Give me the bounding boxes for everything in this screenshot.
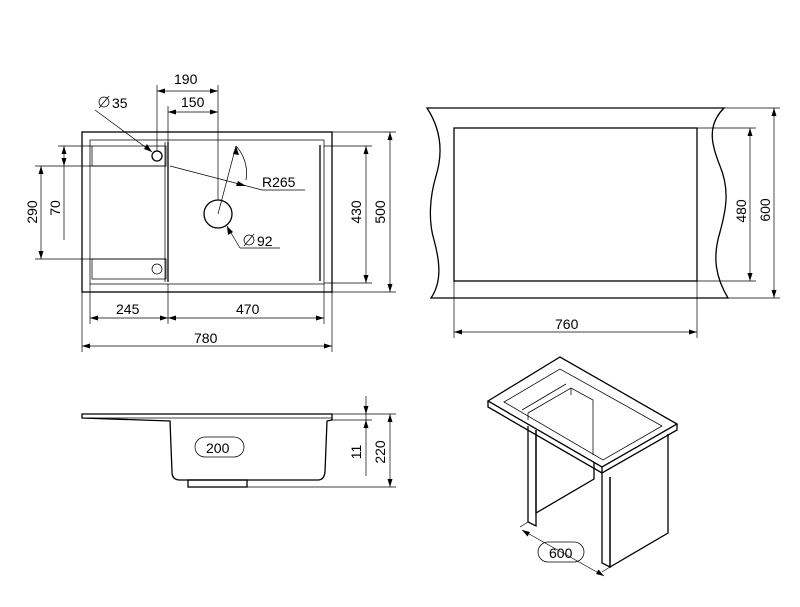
iso-top-frame-outer xyxy=(486,356,679,468)
dimension-label-220: 220 xyxy=(372,440,388,464)
dimension-label-11: 11 xyxy=(348,445,364,460)
dimension-label-600-vertical: 600 xyxy=(757,198,773,222)
cutout-opening xyxy=(453,127,698,282)
drain-diameter-label: 92 xyxy=(257,233,273,249)
countertop-outline xyxy=(425,107,730,299)
tap-hole xyxy=(151,150,163,162)
sink-profile xyxy=(81,413,333,481)
drainboard-rib-top xyxy=(91,145,167,167)
iso-cabinet-side xyxy=(535,430,595,515)
dimension-label-430: 430 xyxy=(348,200,364,224)
radius-label: R265 xyxy=(262,174,296,190)
drain-diameter-symbol xyxy=(243,233,255,247)
dimension-label-70: 70 xyxy=(47,200,63,216)
hole-diameter-label: 35 xyxy=(112,95,128,111)
sink-outline xyxy=(81,131,333,293)
dimension-label-290: 290 xyxy=(24,200,40,224)
side-view: 200 11 220 xyxy=(81,396,396,488)
iso-top-frame-inner xyxy=(503,368,663,461)
radius-leader xyxy=(169,165,263,191)
dimension-label-600-iso: 600 xyxy=(549,545,573,561)
top-view: R265 92 35 190 150 xyxy=(24,71,396,352)
overflow-hole xyxy=(151,263,163,275)
dimension-label-760: 760 xyxy=(555,316,579,332)
dimension-label-150: 150 xyxy=(181,94,205,110)
iso-cabinet-right xyxy=(601,473,611,569)
dimension-label-780: 780 xyxy=(194,330,218,346)
dimension-line-600-iso xyxy=(521,529,605,577)
iso-cabinet-left xyxy=(527,426,537,528)
iso-basin-wall xyxy=(527,387,594,455)
radius-arc xyxy=(235,145,247,181)
dimension-label-500: 500 xyxy=(372,200,388,224)
isometric-view: 600 xyxy=(486,356,679,577)
hole-diameter-symbol xyxy=(98,95,110,109)
hole-leader xyxy=(94,109,153,153)
dimension-label-190: 190 xyxy=(174,71,198,87)
drain-width-label: 200 xyxy=(206,440,230,456)
dimension-label-480: 480 xyxy=(733,199,749,223)
cabinet-width-box xyxy=(537,541,585,563)
dimension-label-470: 470 xyxy=(236,301,260,317)
drainboard-rib-bottom xyxy=(91,258,167,280)
drain-width-box xyxy=(194,436,245,458)
drain-outlet-profile xyxy=(187,479,248,488)
cutout-view: 480 600 760 xyxy=(425,107,780,338)
dimension-label-245: 245 xyxy=(116,301,140,317)
sink-inner-outline xyxy=(89,139,325,285)
